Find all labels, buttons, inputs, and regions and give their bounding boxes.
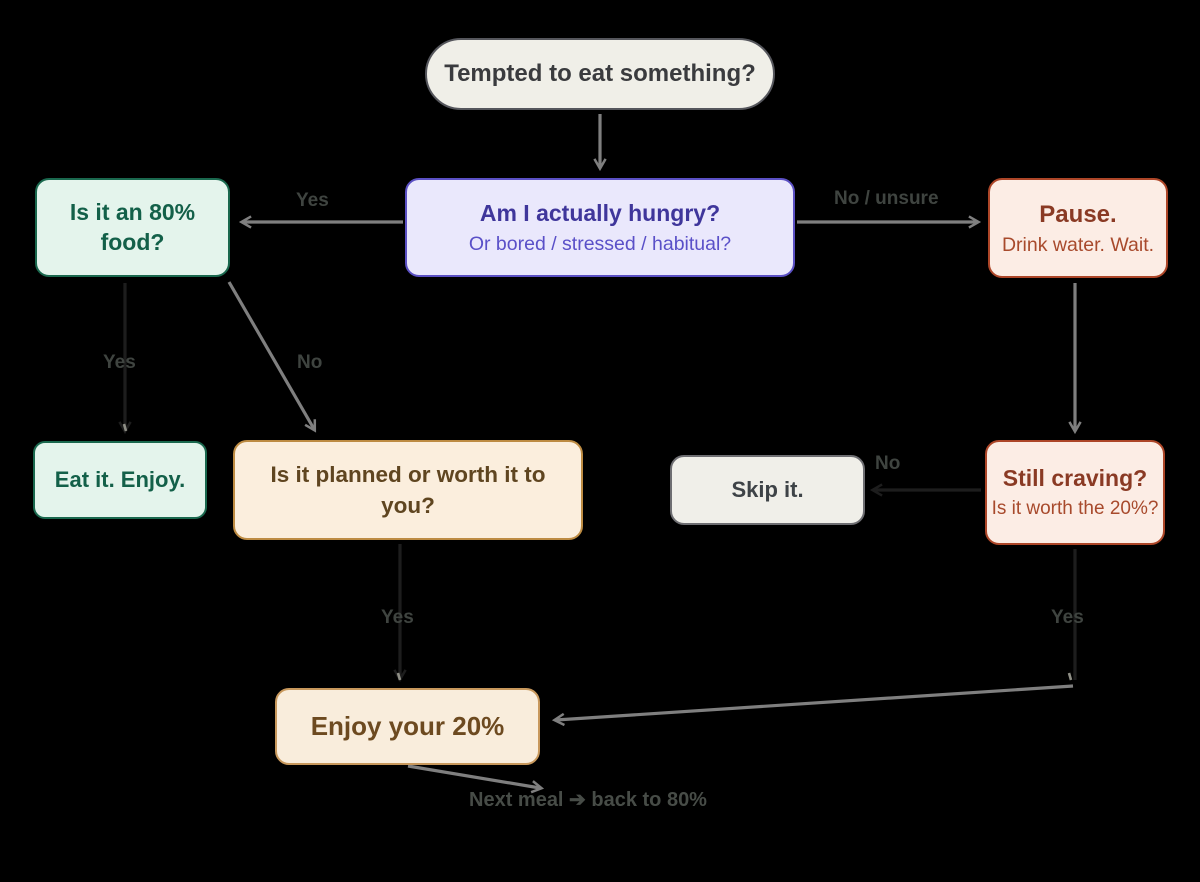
- node-pause-subtitle: Drink water. Wait.: [1001, 233, 1155, 256]
- node-pause: Pause. Drink water. Wait.: [988, 178, 1168, 278]
- node-actually-hungry: Am I actually hungry? Or bored / stresse…: [405, 178, 795, 277]
- edge-food80-to-eat-tick: [122, 423, 128, 432]
- edge-planned-to-enjoy-tick: [396, 672, 402, 681]
- edge-enjoy-to-annotation-arrow: [407, 764, 545, 794]
- node-enjoy-your-20: Enjoy your 20%: [275, 688, 540, 765]
- node-eat-it-enjoy: Eat it. Enjoy.: [33, 441, 207, 519]
- edge-label-craving-yes: Yes: [1051, 607, 1084, 628]
- edge-craving-to-enjoy-arrow: [551, 684, 1074, 727]
- edge-label-food80-no: No: [297, 352, 323, 373]
- edge-craving-to-enjoy-tick: [1067, 672, 1073, 681]
- node-still-craving-title: Still craving?: [1002, 465, 1148, 492]
- node-still-craving: Still craving? Is it worth the 20%?: [985, 440, 1165, 545]
- edge-label-craving-no: No: [875, 453, 901, 474]
- node-planned-or-worth-it-title: Is it planned or worth it to you?: [270, 461, 546, 519]
- node-tempted-to-eat: Tempted to eat something?: [425, 38, 775, 110]
- node-planned-or-worth-it: Is it planned or worth it to you?: [233, 440, 583, 540]
- annotation-next-meal: Next meal ➔ back to 80%: [469, 789, 707, 811]
- node-actually-hungry-subtitle: Or bored / stressed / habitual?: [468, 232, 732, 255]
- node-skip-it-title: Skip it.: [731, 476, 804, 502]
- node-80-percent-food-title: Is it an 80% food?: [69, 198, 196, 255]
- node-actually-hungry-title: Am I actually hungry?: [479, 199, 721, 226]
- node-eat-it-enjoy-title: Eat it. Enjoy.: [54, 466, 186, 492]
- edge-label-hungry-no-unsure: No / unsure: [834, 188, 939, 209]
- node-enjoy-your-20-title: Enjoy your 20%: [310, 710, 505, 741]
- edge-label-food80-yes: Yes: [103, 352, 136, 373]
- node-pause-title: Pause.: [1039, 200, 1117, 228]
- edge-food80-to-planned-arrow: [227, 281, 317, 433]
- node-tempted-to-eat-title: Tempted to eat something?: [444, 60, 756, 88]
- node-skip-it: Skip it.: [670, 455, 865, 525]
- edge-label-hungry-yes: Yes: [296, 190, 329, 211]
- node-still-craving-subtitle: Is it worth the 20%?: [991, 498, 1159, 520]
- edge-label-planned-yes: Yes: [381, 607, 414, 628]
- node-80-percent-food: Is it an 80% food?: [35, 178, 230, 277]
